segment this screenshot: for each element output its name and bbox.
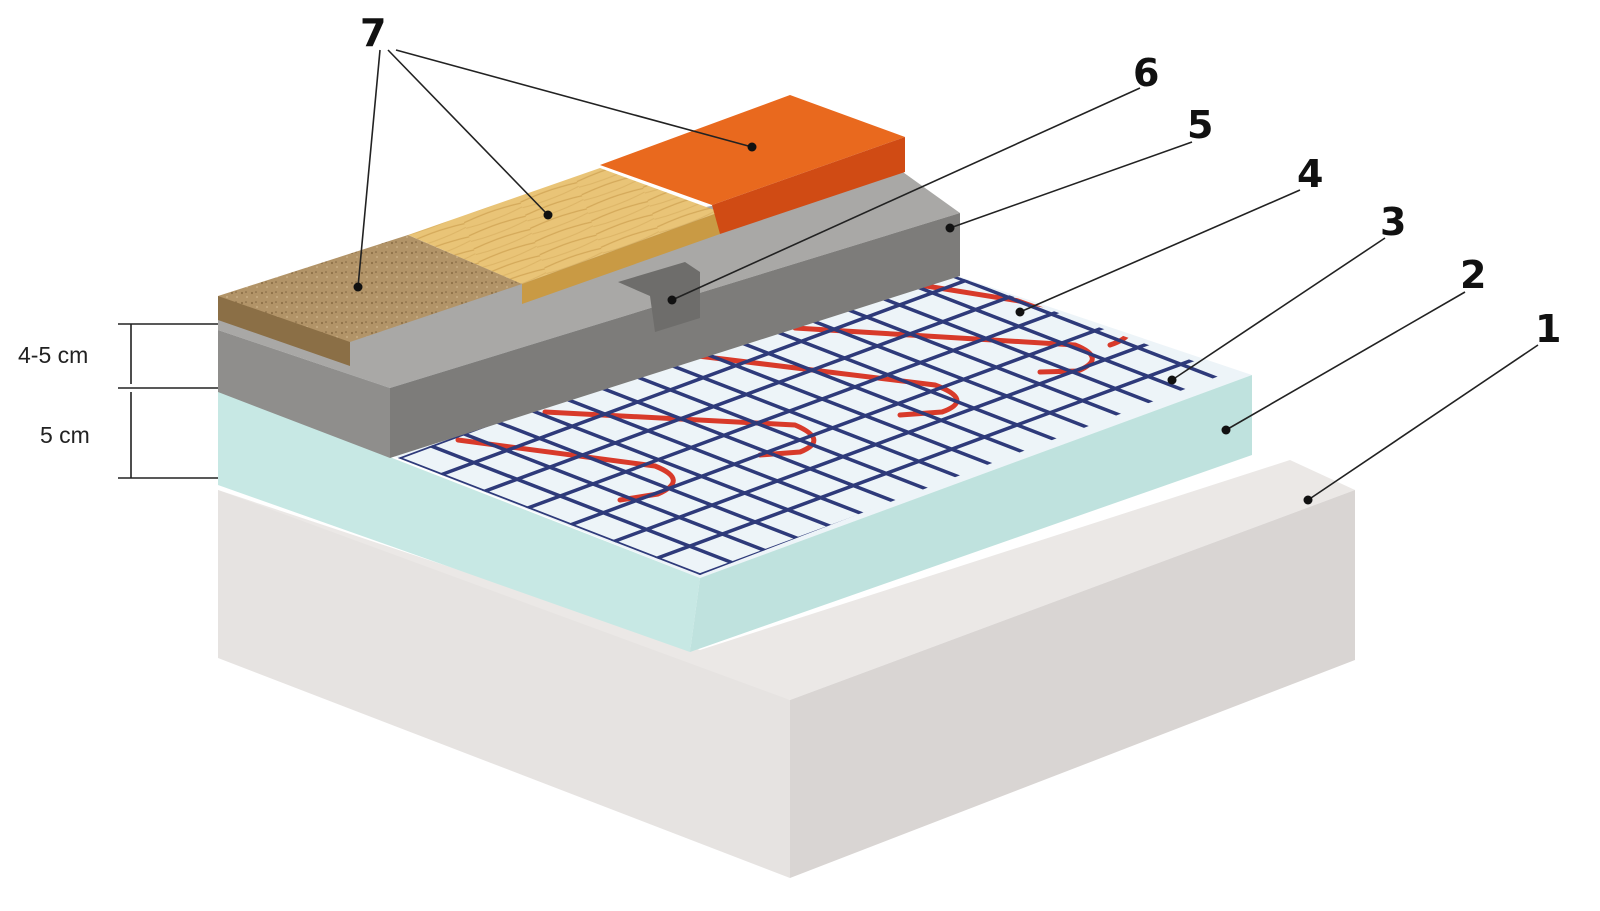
mesh-wire (474, 293, 1105, 530)
insulation-front-left (218, 390, 700, 652)
mesh-wire (498, 396, 862, 540)
mesh-wire (431, 276, 1062, 513)
mesh-wire (398, 264, 1019, 496)
mesh-wire (465, 408, 830, 552)
carpet-top (218, 235, 522, 342)
leader-5 (949, 141, 1193, 229)
leader-3 (1171, 237, 1386, 381)
leader-2 (1225, 291, 1466, 431)
callout-1: 1 (1535, 307, 1561, 351)
mesh-wire (399, 432, 764, 575)
mesh-wire (603, 343, 1227, 575)
mesh-wire (694, 323, 1059, 468)
carpet-edge (218, 296, 350, 366)
leader-7-carpet (357, 49, 381, 288)
callout-5: 5 (1187, 103, 1213, 147)
mesh-wire (760, 299, 1124, 443)
callout-7: 7 (360, 11, 386, 55)
tile-edge (712, 137, 905, 234)
leader-6 (671, 87, 1141, 301)
leader-dot (1015, 307, 1025, 317)
mesh-wire (432, 420, 797, 565)
wood-edge (522, 212, 720, 304)
leader-7-tile (395, 49, 753, 148)
wood-top (408, 168, 720, 284)
mesh-wire (792, 287, 1157, 431)
leader-dot (667, 295, 677, 305)
wood-covering (408, 168, 720, 304)
mesh-wire (398, 444, 731, 575)
callout-3: 3 (1380, 200, 1406, 244)
mesh-wire (727, 311, 1092, 455)
dimension-markers: 4-5 cm 5 cm (18, 323, 218, 479)
leader-dot (1167, 375, 1177, 385)
callout-4: 4 (1297, 152, 1323, 196)
mesh-wire (629, 347, 993, 492)
mesh-wire (661, 335, 1026, 480)
base-slab-front-left (218, 490, 790, 878)
leader-dot (543, 210, 553, 220)
leader-1 (1307, 344, 1539, 501)
dimension-lower-label: 5 cm (40, 422, 90, 448)
screed-front-right (390, 213, 960, 458)
leader-7-wood (387, 49, 549, 216)
callouts: 7 6 5 4 3 2 1 (353, 11, 1561, 505)
callout-2: 2 (1460, 253, 1486, 297)
mesh-wire (825, 274, 1190, 419)
mesh-wire (560, 326, 1191, 563)
dimension-upper-label: 4-5 cm (18, 342, 88, 368)
leader-dot (945, 223, 955, 233)
mesh-wire (563, 371, 928, 516)
leader-dot (747, 142, 757, 152)
screed-front-left (218, 330, 390, 458)
insulation-front-right (690, 375, 1252, 652)
leader-dot (353, 282, 363, 292)
leader-dot (1221, 425, 1231, 435)
mesh-wire (596, 359, 961, 504)
base-slab (218, 460, 1355, 878)
leader-dot (1303, 495, 1313, 505)
heating-cable (455, 282, 1133, 503)
leader-4 (1019, 189, 1301, 313)
callout-6: 6 (1133, 51, 1159, 95)
cable-channel-notch (618, 262, 700, 332)
mesh-wire (517, 309, 1148, 546)
mesh-wire (530, 384, 895, 528)
carpet-covering (218, 235, 522, 366)
base-slab-front-right (790, 490, 1355, 878)
